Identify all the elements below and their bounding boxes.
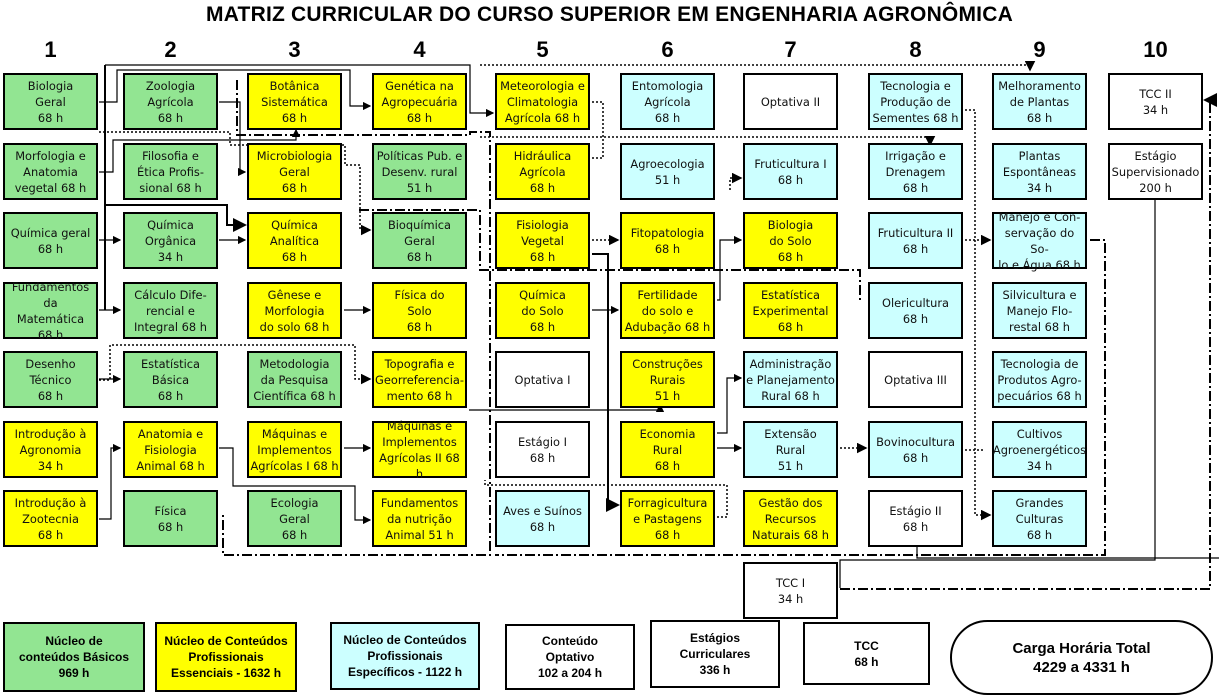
- semester-number: 3: [288, 37, 301, 62]
- course-box-especifico: Fruticultura I 68 h: [743, 143, 838, 200]
- legend-item-tcc: TCC 68 h: [803, 622, 930, 685]
- course-box-essencial: Introdução à Zootecnia 68 h: [3, 490, 98, 547]
- course-box-essencial: Introdução à Agronomia 34 h: [3, 421, 98, 478]
- course-box-especifico: Aves e Suínos 68 h: [495, 490, 590, 547]
- course-box-essencial: Construções Rurais 51 h: [620, 351, 715, 408]
- course-box-basico: Ecologia Geral 68 h: [247, 490, 342, 547]
- course-box-estagio: Estágio Supervisionado 200 h: [1108, 143, 1203, 200]
- semester-number: 7: [784, 37, 797, 62]
- semester-number: 5: [536, 37, 549, 62]
- legend-item-essencial: Núcleo de Conteúdos Profissionais Essenc…: [155, 622, 297, 692]
- course-box-essencial: Genética na Agropecuária 68 h: [372, 73, 467, 130]
- course-box-especifico: Irrigação e Drenagem 68 h: [868, 143, 963, 200]
- course-box-basico: Bioquímica Geral 68 h: [372, 212, 467, 269]
- course-box-basico: Fundamentos da Matemática 68 h: [3, 280, 98, 342]
- course-box-basico: Biologia Geral 68 h: [3, 73, 98, 130]
- course-box-basico: Física 68 h: [123, 490, 218, 547]
- course-box-estagio: Estágio I 68 h: [495, 421, 590, 478]
- course-box-essencial: Máquinas e Implementos Agrícolas I 68 h: [247, 421, 342, 478]
- semester-number: 9: [1033, 37, 1046, 62]
- legend-item-optativo: Conteúdo Optativo 102 a 204 h: [505, 624, 635, 690]
- course-box-optativo: Optativa I: [495, 351, 590, 408]
- course-box-basico: Morfologia e Anatomia vegetal 68 h: [3, 143, 98, 200]
- course-box-essencial: Gênese e Morfologia do solo 68 h: [247, 282, 342, 339]
- course-box-estagio: Estágio II 68 h: [868, 490, 963, 547]
- course-box-essencial: Fitopatologia 68 h: [620, 212, 715, 269]
- course-box-essencial: Fisiologia Vegetal 68 h: [495, 212, 590, 269]
- course-box-especifico: Agroecologia 51 h: [620, 143, 715, 200]
- semester-number: 1: [44, 37, 57, 62]
- course-box-essencial: Forragicultura e Pastagens 68 h: [620, 490, 715, 547]
- semester-number: 6: [661, 37, 674, 62]
- course-box-essencial: Topografia e Georreferencia- mento 68 h: [372, 351, 467, 408]
- course-box-especifico: Administração e Planejamento Rural 68 h: [743, 351, 838, 408]
- course-box-especifico: Tecnologia de Produtos Agro- pecuários 6…: [992, 351, 1087, 408]
- course-box-especifico: Olericultura 68 h: [868, 282, 963, 339]
- course-box-basico: Desenho Técnico 68 h: [3, 351, 98, 408]
- course-box-essencial: Gestão dos Recursos Naturais 68 h: [743, 490, 838, 547]
- course-box-essencial: Botânica Sistemática 68 h: [247, 73, 342, 130]
- course-box-essencial: Meteorologia e Climatologia Agrícola 68 …: [495, 73, 590, 130]
- course-box-essencial: Máquinas e Implementos Agrícolas II 68 h: [372, 419, 467, 481]
- course-box-essencial: Fundamentos da nutrição Animal 51 h: [372, 490, 467, 547]
- course-box-basico: Metodologia da Pesquisa Científica 68 h: [247, 351, 342, 408]
- legend-item-total: Carga Horária Total 4229 a 4331 h: [950, 620, 1213, 695]
- course-box-essencial: Química do Solo 68 h: [495, 282, 590, 339]
- course-box-basico: Políticas Pub. e Desenv. rural 51 h: [372, 143, 467, 200]
- course-box-essencial: Hidráulica Agrícola 68 h: [495, 143, 590, 200]
- legend-item-estagio: Estágios Curriculares 336 h: [650, 620, 780, 688]
- course-box-especifico: Tecnologia e Produção de Sementes 68 h: [868, 73, 963, 130]
- semester-number: 2: [164, 37, 177, 62]
- course-box-especifico: Manejo e Con- servação do So- lo e Água …: [992, 210, 1087, 272]
- course-box-tcc: TCC II 34 h: [1108, 73, 1203, 130]
- course-box-essencial: Anatomia e Fisiologia Animal 68 h: [123, 421, 218, 478]
- legend-item-basico: Núcleo de conteúdos Básicos 969 h: [3, 622, 145, 692]
- course-box-essencial: Química Analítica 68 h: [247, 212, 342, 269]
- course-box-basico: Química geral 68 h: [3, 212, 98, 269]
- course-box-essencial: Microbiologia Geral 68 h: [247, 143, 342, 200]
- course-box-basico: Cálculo Dife- rencial e Integral 68 h: [123, 282, 218, 339]
- course-box-tcc: TCC I 34 h: [743, 562, 838, 619]
- course-box-especifico: Plantas Espontâneas 34 h: [992, 143, 1087, 200]
- course-box-essencial: Física do Solo 68 h: [372, 282, 467, 339]
- course-box-essencial: Fertilidade do solo e Adubação 68 h: [620, 282, 715, 339]
- course-box-especifico: Silvicultura e Manejo Flo- restal 68 h: [992, 282, 1087, 339]
- semester-number: 10: [1143, 37, 1168, 62]
- course-box-basico: Filosofia e Ética Profis- sional 68 h: [123, 143, 218, 200]
- course-box-optativo: Optativa II: [743, 73, 838, 130]
- course-box-essencial: Estatística Experimental 68 h: [743, 282, 838, 339]
- course-box-optativo: Optativa III: [868, 351, 963, 408]
- course-box-basico: Estatística Básica 68 h: [123, 351, 218, 408]
- course-box-especifico: Melhoramento de Plantas 68 h: [992, 73, 1087, 130]
- course-box-especifico: Cultivos Agroenergéticos 34 h: [992, 421, 1087, 478]
- course-box-especifico: Entomologia Agrícola 68 h: [620, 73, 715, 130]
- page-title: MATRIZ CURRICULAR DO CURSO SUPERIOR EM E…: [206, 3, 1013, 26]
- semester-number: 8: [909, 37, 922, 62]
- course-box-especifico: Bovinocultura 68 h: [868, 421, 963, 478]
- course-box-essencial: Economia Rural 68 h: [620, 421, 715, 478]
- course-box-especifico: Fruticultura II 68 h: [868, 212, 963, 269]
- course-box-especifico: Grandes Culturas 68 h: [992, 490, 1087, 547]
- course-box-especifico: Extensão Rural 51 h: [743, 421, 838, 478]
- course-box-basico: Química Orgânica 34 h: [123, 212, 218, 269]
- legend-item-especifico: Núcleo de Conteúdos Profissionais Especí…: [330, 622, 480, 690]
- semester-number: 4: [413, 37, 426, 62]
- course-box-essencial: Biologia do Solo 68 h: [743, 212, 838, 269]
- course-box-basico: Zoologia Agrícola 68 h: [123, 73, 218, 130]
